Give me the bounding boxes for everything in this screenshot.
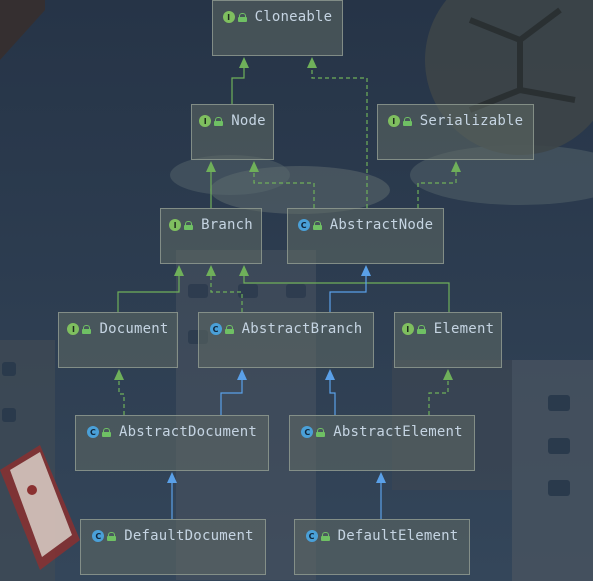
node-abstractnode[interactable]: C AbstractNode xyxy=(287,208,444,264)
public-lock-icon xyxy=(416,324,426,334)
interface-icon: I xyxy=(67,323,80,335)
public-lock-icon xyxy=(316,427,326,437)
node-label: AbstractElement xyxy=(333,424,463,440)
public-lock-icon xyxy=(82,324,92,334)
node-node[interactable]: I Node xyxy=(191,104,274,160)
node-cloneable[interactable]: I Cloneable xyxy=(212,0,343,56)
public-lock-icon xyxy=(107,531,117,541)
node-abstractelement[interactable]: C AbstractElement xyxy=(289,415,475,471)
node-label: Node xyxy=(231,113,266,129)
interface-icon: I xyxy=(387,115,400,127)
node-defaultdocument[interactable]: C DefaultDocument xyxy=(80,519,266,575)
node-label: Element xyxy=(433,321,495,337)
public-lock-icon xyxy=(184,220,194,230)
node-branch[interactable]: I Branch xyxy=(160,208,262,264)
abstract-class-icon: C xyxy=(209,323,222,335)
interface-icon: I xyxy=(222,11,235,23)
node-label: DefaultElement xyxy=(337,528,459,544)
public-lock-icon xyxy=(402,116,412,126)
node-defaultelement[interactable]: C DefaultElement xyxy=(294,519,470,575)
node-label: Branch xyxy=(201,217,253,233)
public-lock-icon xyxy=(320,531,330,541)
interface-icon: I xyxy=(169,219,182,231)
abstract-class-icon: C xyxy=(86,426,99,438)
node-label: Cloneable xyxy=(254,9,333,25)
abstract-class-icon: C xyxy=(301,426,314,438)
node-label: AbstractNode xyxy=(329,217,434,233)
node-label: Document xyxy=(99,321,169,337)
public-lock-icon xyxy=(224,324,234,334)
node-label: Serializable xyxy=(419,113,524,129)
node-label: AbstractBranch xyxy=(241,321,363,337)
node-label: AbstractDocument xyxy=(118,424,258,440)
interface-icon: I xyxy=(401,323,414,335)
abstract-class-icon: C xyxy=(297,219,310,231)
interface-icon: I xyxy=(199,115,212,127)
class-icon: C xyxy=(305,530,318,542)
node-abstractdocument[interactable]: C AbstractDocument xyxy=(75,415,269,471)
node-serializable[interactable]: I Serializable xyxy=(377,104,534,160)
public-lock-icon xyxy=(312,220,322,230)
node-document[interactable]: I Document xyxy=(58,312,178,368)
public-lock-icon xyxy=(214,116,224,126)
node-abstractbranch[interactable]: C AbstractBranch xyxy=(198,312,374,368)
node-label: DefaultDocument xyxy=(124,528,254,544)
public-lock-icon xyxy=(237,12,247,22)
node-element[interactable]: I Element xyxy=(394,312,502,368)
class-icon: C xyxy=(92,530,105,542)
public-lock-icon xyxy=(101,427,111,437)
